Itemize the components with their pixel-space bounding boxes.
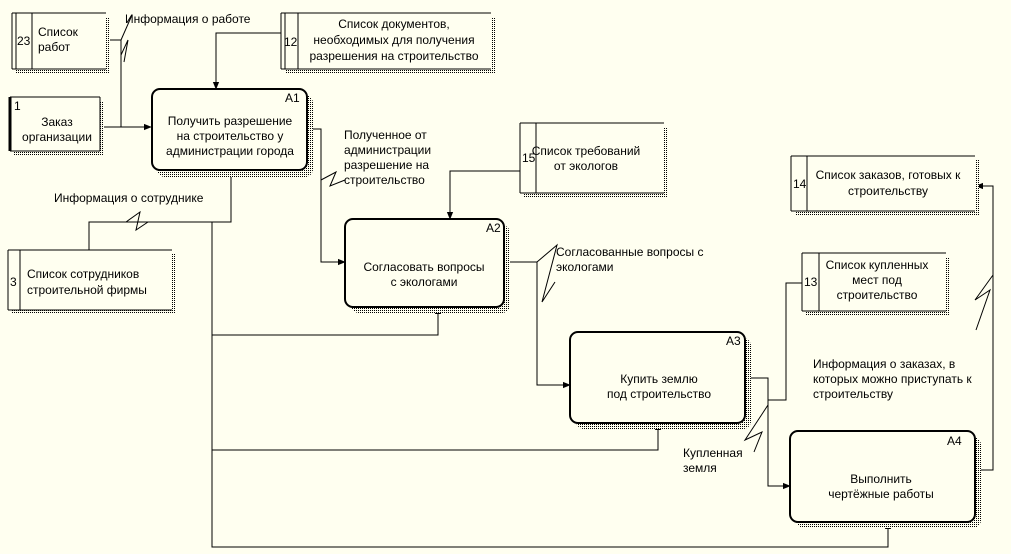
- flow-documents-line: [212, 32, 281, 90]
- activity-a1-id: A1: [285, 91, 300, 105]
- store-3-number: 3: [10, 275, 17, 289]
- store-14-number: 14: [793, 177, 807, 191]
- store-12-label: Список документов,необходимых для получе…: [309, 17, 478, 63]
- flow-permission-line: [307, 128, 346, 266]
- flow-employee-info-line: [88, 169, 235, 250]
- store-13-number: 13: [804, 275, 818, 289]
- flow-employee-info-label: Информация о сотруднике: [54, 191, 204, 205]
- store-15-number: 15: [522, 151, 536, 165]
- activity-a3-id: A3: [726, 334, 741, 348]
- flow-info-about-work-label: Информация о работе: [125, 12, 251, 26]
- store-23-number: 23: [17, 34, 31, 48]
- flow-lines: [88, 14, 994, 548]
- activity-a2-id: A2: [486, 221, 501, 235]
- flow-info-about-work-line: [107, 39, 152, 131]
- flow-orders-ready-line: [975, 182, 994, 471]
- activity-a4-id: A4: [947, 434, 962, 448]
- store-1-number: 1: [14, 99, 21, 113]
- flow-employee-spine-line: [89, 221, 892, 548]
- flow-land-line: [745, 377, 791, 490]
- store-12[interactable]: 12 Список документов,необходимых для пол…: [280, 12, 495, 73]
- flow-requirements-line: [446, 170, 520, 220]
- store-12-number: 12: [284, 35, 298, 49]
- flow-agreed-line: [504, 261, 571, 389]
